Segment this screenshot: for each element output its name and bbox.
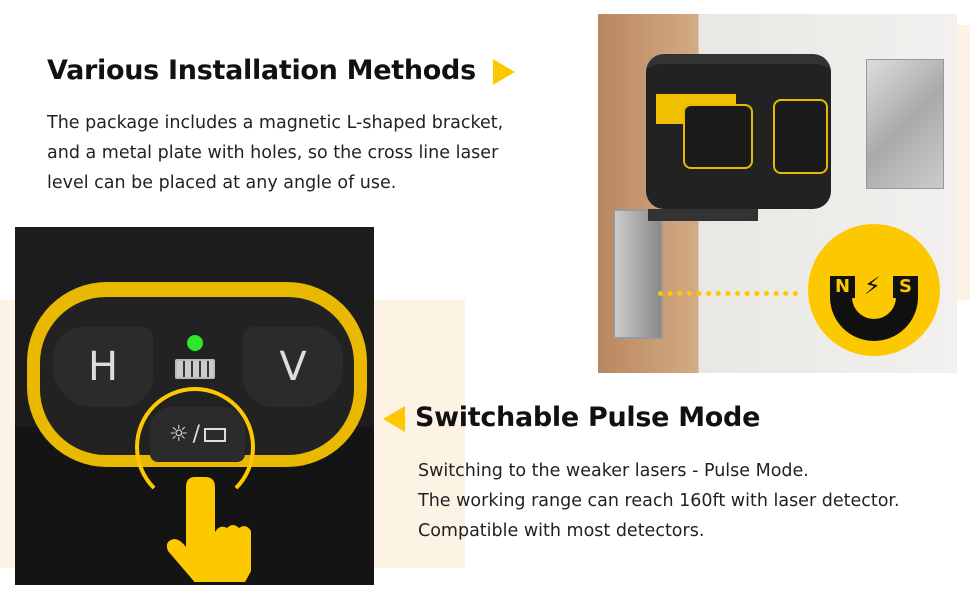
section-title-pulse: Switchable Pulse Mode: [383, 402, 760, 433]
magnet-badge: N S ⚡: [808, 224, 940, 356]
pulse-mode-button[interactable]: ☼/: [150, 407, 245, 462]
section-title-installation: Various Installation Methods: [47, 55, 515, 86]
north-label: N: [830, 276, 855, 298]
section-body-installation: The package includes a magnetic L-shaped…: [47, 113, 504, 193]
control-panel-image: H V ☼/: [15, 227, 374, 585]
pointing-hand-icon: [166, 477, 251, 582]
arrow-right-icon: [492, 58, 515, 85]
l-bracket: [613, 209, 663, 339]
section-body-pulse: Switching to the weaker lasers - Pulse M…: [418, 461, 900, 541]
slash-label: /: [192, 422, 201, 447]
h-button[interactable]: H: [53, 327, 153, 407]
product-photo: N S ⚡: [598, 14, 957, 373]
dotted-arrow: [658, 291, 798, 296]
battery-icon: [175, 359, 215, 379]
pulse-icon: [204, 427, 227, 442]
v-button[interactable]: V: [243, 327, 343, 407]
brightness-icon: ☼: [168, 422, 189, 447]
south-label: S: [893, 276, 918, 298]
selection-ring: [135, 387, 255, 507]
arrow-left-icon: [383, 405, 405, 432]
metal-plate: [866, 59, 944, 189]
status-led: [187, 335, 203, 351]
lightning-icon: ⚡: [864, 272, 881, 300]
